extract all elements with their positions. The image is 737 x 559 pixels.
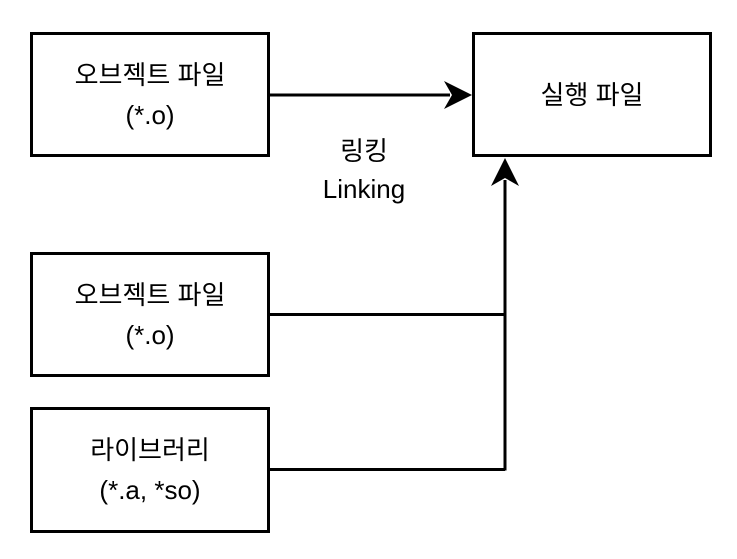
- node-sublabel: (*.o): [125, 99, 175, 130]
- node-sublabel: (*.a, *so): [99, 475, 201, 505]
- arrowhead-up-icon: [491, 158, 519, 186]
- edge-label-english: Linking: [322, 174, 406, 204]
- node-sublabel: (*.o): [125, 319, 175, 350]
- edge-label-linking: 링킹 Linking: [276, 132, 452, 208]
- node-label: 오브젝트 파일: [74, 279, 226, 310]
- arrowhead-right-icon: [444, 81, 472, 109]
- edge-label-korean: 링킹: [340, 136, 388, 166]
- node-object-file-1: 오브젝트 파일 (*.o): [30, 32, 270, 157]
- node-label: 오브젝트 파일: [74, 59, 226, 90]
- node-object-file-2: 오브젝트 파일 (*.o): [30, 252, 270, 377]
- node-library: 라이브러리 (*.a, *so): [30, 407, 270, 533]
- node-label: 라이브러리: [90, 435, 210, 465]
- node-label: 실행 파일: [540, 79, 644, 110]
- node-executable: 실행 파일: [472, 32, 712, 157]
